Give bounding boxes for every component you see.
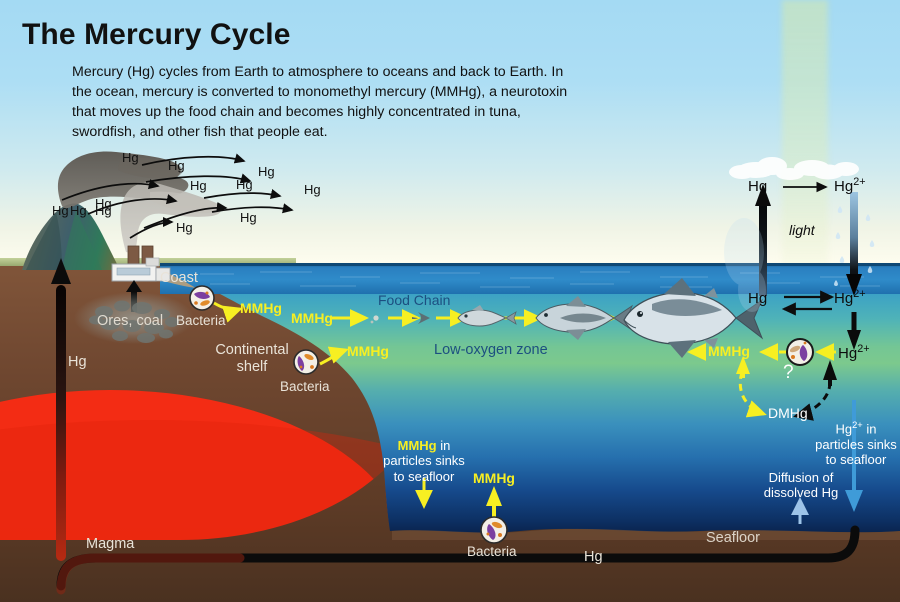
- hg2-ion-label-atmosphere: Hg2+: [834, 176, 866, 196]
- continental-shelf-label: Continental shelf: [192, 342, 312, 376]
- continental-shelf-line1: Continental: [215, 342, 289, 358]
- bacteria-seafloor-icon: [480, 516, 508, 544]
- hg-label-atmosphere: Hg: [236, 177, 253, 192]
- hg-evasion-arrowhead: [755, 184, 771, 206]
- hg-label-atmosphere: Hg: [122, 150, 139, 165]
- bacteria-coast-label: Bacteria: [176, 313, 226, 328]
- raindrops: [834, 206, 875, 286]
- question-mark-label: ?: [783, 362, 794, 383]
- hg2-ion-base: Hg: [834, 178, 854, 195]
- hg2-dissolved-charge: 2+: [853, 288, 866, 300]
- organism-small-fish: [457, 305, 517, 327]
- food-chain-label: Food Chain: [378, 292, 451, 308]
- bacteria-shelf-icon: [293, 349, 319, 375]
- hg2-dissolved-label: Hg2+: [834, 288, 866, 308]
- hg-label-atmosphere: Hg: [168, 158, 185, 173]
- hg2-dissolved-base: Hg: [834, 290, 854, 307]
- hg2-sinks-tail: in: [862, 421, 877, 437]
- water-surface-band: [160, 263, 900, 294]
- water-surface-line: [160, 263, 900, 266]
- shelf-bacteria-mmhg-arrow: [319, 346, 349, 366]
- hg-label-atmosphere: Hg: [95, 203, 112, 218]
- hg-conduit-label: Hg: [68, 354, 87, 370]
- hg2-particles-sink-label: Hg2+ in particles sinks to seafloor: [808, 420, 900, 467]
- bacteria-coast-icon: [189, 285, 215, 311]
- hg2-bacteria-input-label: Hg2+: [838, 343, 870, 363]
- low-oxygen-zone-label: Low-oxygen zone: [434, 342, 548, 358]
- page-title: The Mercury Cycle: [22, 18, 291, 51]
- seafloor-highlight: [392, 528, 900, 540]
- volcano-ash-wisp: [118, 157, 183, 179]
- ores-coal-label: Ores, coal: [97, 313, 164, 329]
- hg-label-atmosphere: Hg: [95, 196, 112, 211]
- organism-tuna: [623, 278, 764, 358]
- light-label: light: [789, 222, 815, 238]
- power-plant: [111, 245, 171, 282]
- mmhg-particles-sink-label: MMHg in particles sinks to seafloor: [376, 438, 472, 484]
- mmhg-deep-label: MMHg: [708, 343, 750, 359]
- hg2-sinks-charge: 2+: [852, 420, 863, 430]
- hg-deep-circulation-pipe-red: [56, 553, 245, 595]
- hg2-descent-arrowhead: [847, 330, 861, 350]
- dmhg-return-arrowhead: [823, 360, 837, 380]
- hg2-sinks-line2: particles sinks: [815, 436, 897, 452]
- hg2-bacteria-base: Hg: [838, 345, 858, 362]
- hg-label-atmosphere: Hg: [190, 178, 207, 193]
- hg-label-atmosphere: Hg: [70, 203, 87, 218]
- mmhg-foodchain-start-label: MMHg: [291, 310, 333, 326]
- mmhg-sinks-in: in: [440, 438, 451, 453]
- organism-zooplankton: [412, 312, 430, 324]
- clouds: [729, 157, 859, 180]
- seafloor-label: Seafloor: [706, 530, 761, 546]
- hg-dissolved-label: Hg: [748, 290, 768, 307]
- bacteria-seafloor-label: Bacteria: [467, 544, 517, 559]
- coast-label: Coast: [160, 270, 198, 286]
- hg-label-atmosphere: Hg: [304, 182, 321, 197]
- diffusion-line2: dissolved Hg: [763, 485, 839, 501]
- hg2-sinks-line3: to seafloor: [825, 451, 887, 467]
- ore-rocks: [89, 300, 179, 343]
- intro-paragraph: Mercury (Hg) cycles from Earth to atmosp…: [72, 64, 568, 141]
- sunlight-beam: [782, 0, 828, 272]
- coast-bacteria-mmhg-arrow: [213, 301, 243, 323]
- hg-gas-label-atmosphere: Hg: [748, 178, 768, 195]
- hg2-bacteria-charge: 2+: [857, 343, 870, 355]
- volcano-ridge: [62, 210, 102, 270]
- magma-label: Magma: [86, 536, 135, 552]
- volcano-shadow: [26, 212, 62, 270]
- hg-label-atmosphere: Hg: [240, 210, 257, 225]
- mmhg-to-dmhg-arrow: [738, 371, 767, 418]
- hg2-particle-sink-arrowhead: [845, 490, 863, 512]
- seafloor-bacteria-mmhg-arrowhead: [486, 486, 502, 506]
- hg-conduit-volcano-arrow: [51, 258, 71, 284]
- hg-label-atmosphere: Hg: [176, 220, 193, 235]
- continental-shelf-line2: shelf: [236, 359, 268, 376]
- hg2-ion-charge: 2+: [853, 176, 866, 188]
- dmhg-to-bacteria-arrow: [793, 381, 832, 421]
- diffusion-line1: Diffusion of: [768, 470, 834, 485]
- mmhg-seafloor-label: MMHg: [473, 470, 515, 486]
- mmhg-coast-label: MMHg: [240, 300, 282, 316]
- mmhg-upward-arrowhead: [736, 356, 750, 374]
- mmhg-sinks-line3: particles sinks: [383, 453, 465, 469]
- hg-seafloor-label: Hg: [584, 549, 603, 565]
- hg-label-atmosphere: Hg: [52, 203, 69, 218]
- hg-label-atmosphere: Hg: [258, 164, 275, 179]
- mmhg-sinks-line4: to seafloor: [393, 468, 455, 484]
- mmhg-sinks-token: MMHg: [397, 438, 437, 453]
- hg2-sinks-base: Hg: [835, 421, 853, 437]
- atmospheric-hg-arrows: [61, 153, 294, 239]
- particle-plume: [724, 218, 766, 312]
- mmhg-shelf-label: MMHg: [347, 343, 389, 359]
- bacteria-shelf-label: Bacteria: [280, 379, 330, 394]
- bacteria-deep-icon: [786, 338, 814, 366]
- diffusion-label: Diffusion of dissolved Hg: [746, 470, 856, 501]
- dmhg-label: DMHg: [768, 405, 808, 421]
- hg-deposition-arrowhead: [846, 274, 862, 296]
- organism-phytoplankton: [370, 315, 379, 324]
